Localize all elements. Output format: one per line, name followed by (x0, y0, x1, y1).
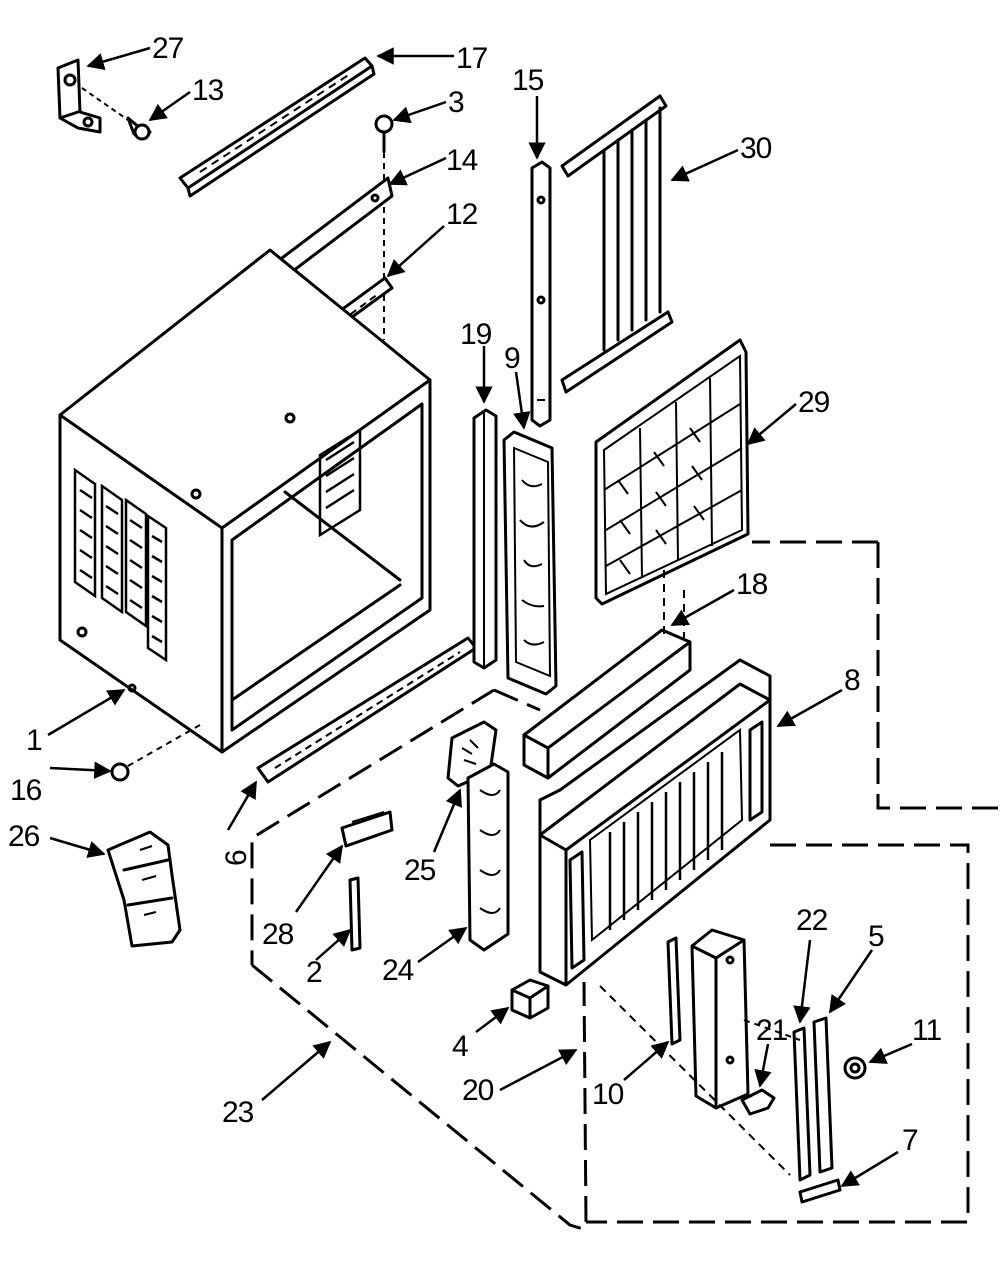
part-9-panel (502, 430, 558, 696)
callout-27: 27 (152, 32, 184, 65)
part-30-curtain (560, 94, 674, 394)
callout-12: 12 (446, 198, 478, 231)
callout-22: 22 (796, 904, 828, 937)
callout-4: 4 (452, 1030, 468, 1063)
part-11-knob (843, 1056, 867, 1080)
callout-9: 9 (504, 342, 520, 375)
callout-8: 8 (844, 664, 860, 697)
callout-labels: 27 17 13 3 15 14 30 12 19 9 29 18 8 1 16… (8, 32, 942, 1157)
callout-21: 21 (756, 1014, 788, 1047)
callout-14: 14 (446, 144, 478, 177)
part-10-strip (666, 936, 682, 1046)
part-1-cabinet (58, 248, 432, 754)
callout-24: 24 (382, 954, 414, 987)
callout-20: 20 (462, 1074, 494, 1107)
part-2-strip (348, 876, 362, 952)
callout-1: 1 (26, 724, 42, 757)
callout-5: 5 (868, 920, 884, 953)
part-29-filter (594, 338, 750, 606)
callout-25: 25 (404, 854, 436, 887)
part-18-trim (522, 628, 692, 780)
leader-arrows (47, 46, 913, 1188)
callout-3: 3 (448, 86, 464, 119)
callout-26: 26 (8, 820, 40, 853)
callout-15: 15 (512, 64, 544, 97)
callout-16: 16 (10, 774, 42, 807)
part-22-strip (792, 1026, 812, 1182)
callout-13: 13 (192, 74, 224, 107)
callout-28: 28 (262, 918, 294, 951)
part-26-bracket (106, 830, 182, 948)
part-7-screws (798, 1178, 842, 1204)
callout-11: 11 (912, 1014, 941, 1047)
part-5-strip (812, 1016, 834, 1174)
part-24-bracket (466, 762, 510, 952)
part-19-seal (472, 408, 498, 670)
part-4-block (510, 978, 550, 1020)
callout-17: 17 (456, 42, 488, 75)
part-3-screw (374, 114, 394, 340)
callout-19: 19 (460, 318, 492, 351)
callout-23: 23 (222, 1096, 254, 1129)
part-17-top-rail (178, 56, 376, 198)
assembly-boundary-lines (250, 540, 1000, 1232)
callout-18: 18 (736, 568, 768, 601)
callout-2: 2 (306, 956, 322, 989)
callout-10: 10 (592, 1078, 624, 1111)
part-28-block (340, 810, 394, 848)
part-control-box (690, 928, 750, 1110)
callout-6: 6 (220, 850, 253, 866)
part-21-clip (740, 1088, 776, 1116)
part-27-bracket (56, 58, 102, 134)
callout-29: 29 (798, 386, 830, 419)
part-8-front-grille (538, 658, 772, 987)
part-16-screw (110, 724, 201, 782)
callout-30: 30 (740, 132, 772, 165)
part-13-screw (81, 87, 152, 141)
part-15-strip (530, 160, 552, 428)
callout-7: 7 (902, 1124, 918, 1157)
